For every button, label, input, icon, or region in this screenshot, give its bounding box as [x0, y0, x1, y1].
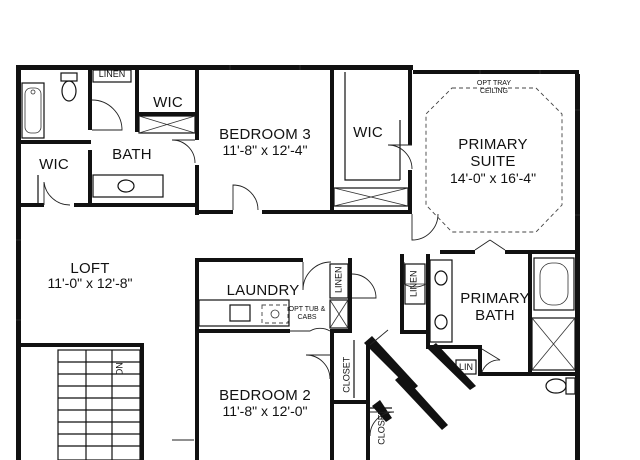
linen-shelf-top — [92, 69, 132, 83]
tray-ceiling-label: OPT TRAY CEILING — [476, 80, 512, 95]
loft-name: LOFT — [70, 260, 110, 277]
closet1-label: CLOSET — [341, 356, 352, 393]
primary-toilet — [545, 377, 576, 395]
bedroom3-size: 11'-8" x 12'-4" — [222, 142, 308, 158]
lin-cabinet — [455, 359, 477, 375]
bedroom2-size: 11'-8" x 12'-0" — [222, 403, 308, 419]
primary-suite-name2: SUITE — [470, 153, 516, 170]
linen-laundry-label: LINEN — [333, 266, 344, 293]
wic-small-label: WIC — [153, 94, 183, 111]
toilet-left — [60, 72, 78, 102]
primary-suite-name1: PRIMARY — [458, 136, 528, 153]
bath-label: BATH — [112, 146, 152, 163]
closet2-label: CLOSET — [376, 408, 387, 445]
wic-right-shelves — [333, 72, 409, 207]
wic-left-label: WIC — [39, 156, 69, 173]
primary-linen-shelves — [404, 263, 426, 305]
primary-vanity — [429, 259, 453, 343]
closet-shelves — [353, 340, 392, 409]
primary-bath-name1: PRIMARY — [460, 290, 530, 307]
primary-bath-name2: BATH — [475, 307, 515, 324]
interior-walls — [16, 70, 578, 460]
door-swings — [43, 99, 506, 441]
bedroom3-name: BEDROOM 3 — [219, 126, 311, 143]
window-marks — [16, 65, 580, 321]
exterior-walls — [16, 65, 580, 460]
opt-tub-label: OPT TUB & CABS — [288, 306, 326, 321]
diagonal-walls — [364, 336, 476, 430]
laundry-label: LAUNDRY — [226, 282, 300, 299]
wic-small-shelves — [138, 115, 196, 134]
primary-suite-size: 14'-0" x 16'-4" — [449, 170, 537, 186]
dn-label: DN — [114, 362, 125, 376]
primary-shower — [531, 317, 576, 371]
linen-top-label: LINEN — [98, 69, 126, 79]
bathtub-left — [21, 82, 45, 139]
loft-size: 11'-0" x 12'-8" — [47, 275, 133, 291]
linen-primary-label: LINEN — [408, 270, 419, 297]
primary-tub — [533, 257, 575, 311]
bedroom2-name: BEDROOM 2 — [219, 387, 311, 404]
lin-label: LIN — [458, 362, 473, 372]
wic-right-label: WIC — [353, 124, 383, 141]
laundry-counter — [198, 299, 290, 327]
bath-vanity — [92, 174, 164, 198]
laundry-linen-shelves — [329, 263, 349, 329]
stair-treads — [57, 349, 141, 460]
